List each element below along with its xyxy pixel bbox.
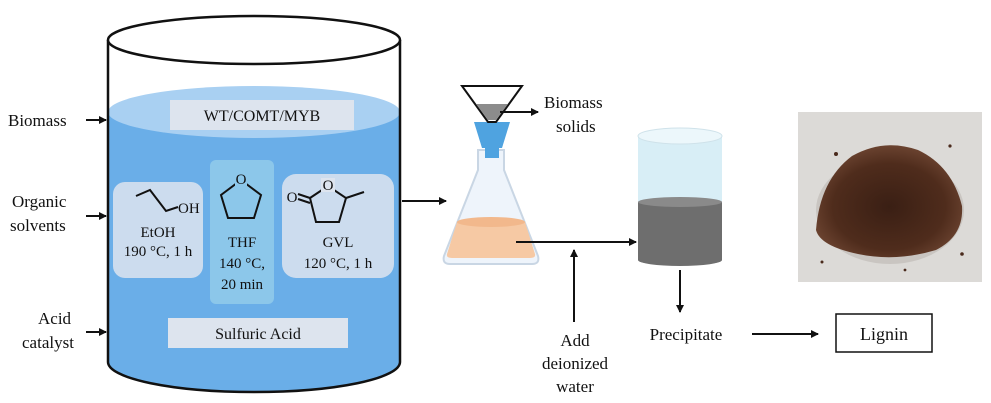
etoh-box (113, 182, 203, 278)
reactor-tank: WT/COMT/MYB OH EtOH 190 °C, 1 h O THF 14… (106, 14, 402, 394)
solids-label-1: Biomass (544, 93, 603, 112)
solids-label-2: solids (556, 117, 596, 136)
flask-filtrate (446, 222, 536, 258)
thf-condition-2: 20 min (221, 277, 264, 293)
water-label-3: water (556, 377, 594, 396)
funnel-stem (474, 122, 510, 148)
ethanol-oh-label: OH (178, 201, 200, 217)
gvl-structure (297, 185, 365, 223)
vial-top-surface (637, 127, 723, 145)
gvl-condition: 120 °C, 1 h (304, 256, 373, 272)
etoh-name: EtOH (141, 225, 176, 241)
biomass-types-box (170, 100, 354, 130)
water-label-1: Add (560, 331, 590, 350)
label-organic-2: solvents (10, 216, 66, 235)
vial-top (638, 136, 722, 202)
label-acid-1: Acid (38, 309, 72, 328)
thf-name: THF (228, 235, 256, 251)
thf-condition-1: 140 °C, (219, 256, 265, 272)
label-biomass: Biomass (8, 111, 67, 130)
thf-o-label: O (236, 172, 247, 188)
water-label-2: deionized (542, 354, 609, 373)
etoh-condition: 190 °C, 1 h (124, 244, 193, 260)
ethanol-structure (135, 188, 179, 213)
vial-bottom (638, 202, 722, 266)
sulfuric-acid-box (168, 318, 348, 348)
label-acid-2: catalyst (22, 333, 74, 352)
precipitation-vial (637, 127, 723, 266)
label-organic-1: Organic (12, 192, 67, 211)
thf-ring (219, 178, 263, 219)
gvl-ring-o: O (323, 178, 334, 194)
thf-box (210, 160, 274, 304)
input-labels: Biomass Organic solvents Acid catalyst (8, 111, 107, 352)
filtration-setup (442, 85, 540, 265)
tank-rim (106, 14, 402, 66)
powder-pile (816, 145, 963, 258)
lignin-label: Lignin (860, 324, 908, 344)
gvl-name: GVL (323, 235, 354, 251)
gvl-carbonyl-o: O (287, 190, 298, 206)
biomass-types-label: WT/COMT/MYB (204, 108, 320, 125)
sulfuric-acid-label: Sulfuric Acid (215, 326, 301, 343)
lignin-box (835, 313, 933, 353)
precipitate-label: Precipitate (650, 325, 723, 344)
lignin-powder-photo (798, 112, 982, 282)
